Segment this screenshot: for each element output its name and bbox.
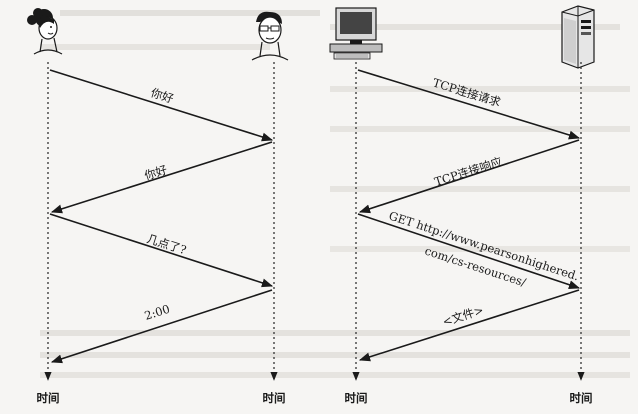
message-label-tcp-request: TCP连接请求 <box>431 75 503 109</box>
desktop-computer-icon <box>329 7 383 60</box>
timelines <box>44 62 585 381</box>
message-label-hello-2: 你好 <box>143 162 170 182</box>
arrow-tcp-response <box>358 139 580 214</box>
message-label-hello-1: 你好 <box>149 86 176 106</box>
left-message-arrows <box>49 69 274 364</box>
time-label-right-2: 时间 <box>570 391 593 405</box>
time-label-right-1: 时间 <box>345 391 368 405</box>
arrow-tcp-request <box>357 69 581 140</box>
message-label-two-oclock: 2:00 <box>143 302 172 323</box>
arrow-what-time <box>49 213 274 288</box>
arrow-hello-2 <box>50 141 273 214</box>
arrow-hello-1 <box>49 69 274 142</box>
message-label-file: <文件> <box>441 303 486 329</box>
arrow-get-request <box>357 213 581 290</box>
faint-background-text <box>40 10 630 378</box>
server-tower-icon <box>561 5 595 69</box>
time-label-left-2: 时间 <box>263 391 286 405</box>
time-label-left-1: 时间 <box>37 391 60 405</box>
message-label-what-time: 几点了? <box>145 232 188 258</box>
right-message-arrows <box>357 69 581 362</box>
woman-person-icon <box>27 8 63 55</box>
arrow-two-oclock <box>50 289 273 364</box>
man-person-icon <box>251 11 289 61</box>
arrow-file <box>358 289 580 362</box>
message-label-tcp-response: TCP连接响应 <box>433 154 504 188</box>
